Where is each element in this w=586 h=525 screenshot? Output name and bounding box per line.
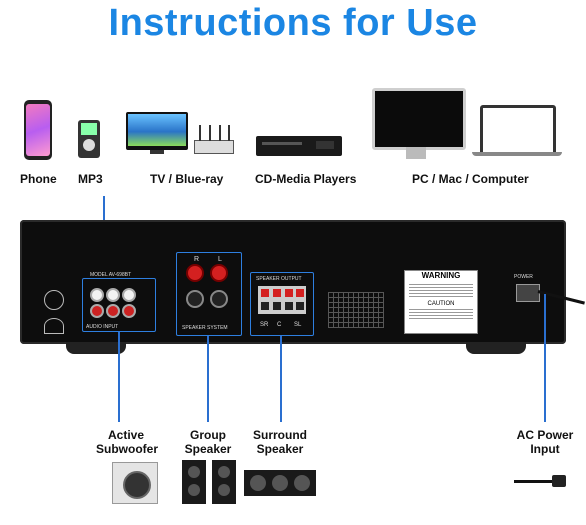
phone-image: [24, 100, 52, 160]
router-image: [194, 125, 234, 154]
subwoofer-line: [118, 332, 120, 422]
speaker-system-box: [176, 252, 242, 336]
cd-player-image: [256, 136, 342, 156]
pc-label: PC / Mac / Computer: [412, 172, 529, 186]
subwoofer-image: [112, 462, 158, 504]
audio-input-label: AUDIO INPUT: [86, 324, 119, 330]
c-label: C: [277, 322, 282, 328]
imac-image: [372, 88, 466, 150]
speaker-l-label: L: [218, 256, 222, 263]
laptop-base: [472, 152, 562, 156]
caution-text: CAUTION: [427, 301, 455, 307]
tv-label: TV / Blue-ray: [150, 172, 224, 186]
power-connector-line: [544, 294, 546, 422]
tv-image: [126, 112, 188, 154]
sl-label: SL: [294, 322, 302, 328]
mp3-image: [78, 120, 100, 158]
surround-label: Surround Speaker: [253, 428, 307, 456]
group-speaker-line: [207, 336, 209, 422]
surround-line: [280, 336, 282, 422]
subwoofer-label: Active Subwoofer: [96, 428, 158, 456]
output-clips: [258, 286, 306, 314]
speaker-system-label: SPEAKER SYSTEM: [182, 325, 228, 331]
group-speaker-label: Group Speaker: [184, 428, 232, 456]
imac-stand: [406, 147, 426, 159]
rca-jacks: [88, 286, 148, 322]
logo-icon: [44, 318, 64, 334]
warning-text: WARNING: [421, 271, 461, 280]
speaker-output-box: [250, 272, 314, 336]
model-text: MODEL AV-698BT: [90, 272, 132, 278]
power-socket: [516, 284, 540, 302]
speaker-r-label: R: [194, 256, 200, 263]
phone-label: Phone: [20, 172, 57, 186]
warning-label: WARNING CAUTION: [404, 270, 478, 334]
laptop-image: [480, 105, 556, 155]
amplifier-foot-left: [66, 342, 126, 354]
cd-label: CD-Media Players: [255, 172, 357, 186]
page-title: Instructions for Use: [108, 2, 478, 44]
frequency-graph: [328, 292, 384, 328]
speaker-output-label: SPEAKER OUTPUT: [256, 276, 302, 282]
group-speaker-image: [182, 460, 206, 504]
logo-icon: [44, 290, 64, 310]
power-text: POWER: [514, 274, 533, 280]
amplifier-foot-right: [466, 342, 526, 354]
speaker-terminals: [184, 264, 234, 318]
ac-plug-image: [552, 475, 566, 487]
group-speaker-image: [212, 460, 236, 504]
ac-power-label: AC Power Input: [516, 428, 574, 456]
surround-speaker-image: [244, 470, 316, 496]
ac-cable-image: [514, 480, 554, 483]
audio-input-box: [82, 278, 156, 332]
mp3-label: MP3: [78, 172, 103, 186]
sr-label: SR: [260, 322, 269, 328]
